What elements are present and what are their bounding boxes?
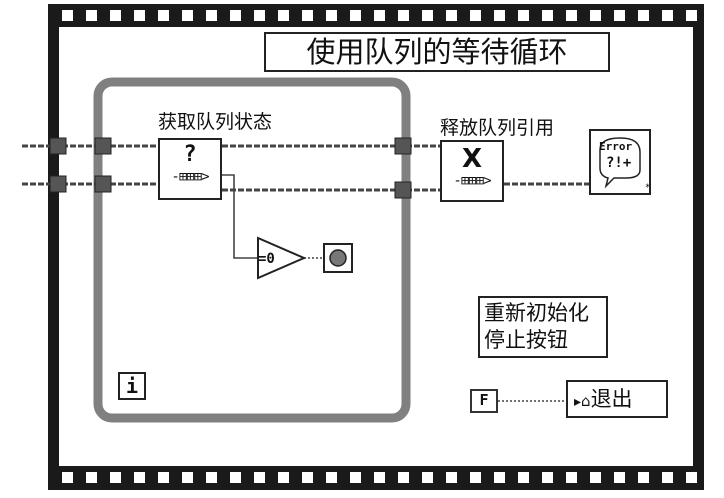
false-constant[interactable]: F xyxy=(470,389,498,413)
frame-hole xyxy=(134,10,145,21)
frame-hole xyxy=(206,472,217,483)
tunnel-error-right xyxy=(394,181,412,199)
release-x-icon: X xyxy=(461,144,483,174)
arrow-right-icon: ▸ xyxy=(574,394,582,410)
frame-hole xyxy=(62,10,73,21)
house-icon: ⌂ xyxy=(581,392,591,410)
frame-hole xyxy=(182,472,193,483)
frame-hole xyxy=(302,472,313,483)
frame-hole xyxy=(494,10,505,21)
frame-hole xyxy=(206,10,217,21)
exit-local-label: 退出 xyxy=(590,387,633,411)
get-queue-status-label: 获取队列状态 xyxy=(158,111,273,133)
frame-hole xyxy=(182,10,193,21)
frame-hole xyxy=(446,10,457,21)
frame-hole xyxy=(326,472,337,483)
tunnels xyxy=(49,137,412,199)
tunnel-error-left xyxy=(94,175,112,193)
frame-hole xyxy=(614,10,625,21)
frame-hole xyxy=(86,10,97,21)
frame-hole xyxy=(110,10,121,21)
while-loop-border[interactable] xyxy=(93,77,411,423)
frame-hole xyxy=(326,10,337,21)
frame-hole xyxy=(278,10,289,21)
frame-hole xyxy=(686,10,697,21)
frame-hole xyxy=(446,472,457,483)
svg-text:*: * xyxy=(645,183,650,193)
frame-hole xyxy=(230,472,241,483)
frame-hole xyxy=(566,10,577,21)
comment-line-1: 重新初始化 xyxy=(484,301,589,325)
frame-hole xyxy=(374,10,385,21)
frame-hole xyxy=(278,472,289,483)
frame-hole xyxy=(494,472,505,483)
frame-bottom-holes xyxy=(62,472,697,483)
error-handler-symbol: ?!+ xyxy=(606,155,632,171)
stop-terminal[interactable] xyxy=(323,243,353,273)
comment-line-2: 停止按钮 xyxy=(484,328,568,352)
frame-hole xyxy=(398,10,409,21)
comment-box: 重新初始化 停止按钮 xyxy=(478,296,608,358)
frame-hole xyxy=(158,472,169,483)
frame-hole xyxy=(638,10,649,21)
frame-hole xyxy=(662,10,673,21)
frame-hole xyxy=(110,472,121,483)
frame-hole xyxy=(350,472,361,483)
frame-hole xyxy=(62,472,73,483)
frame-hole xyxy=(254,472,265,483)
frame-hole xyxy=(350,10,361,21)
frame-hole xyxy=(638,472,649,483)
get-queue-status-node[interactable]: ? -⊞⊞⊞> xyxy=(158,138,222,200)
frame-hole xyxy=(302,10,313,21)
frame-hole xyxy=(662,472,673,483)
tunnel-error-left-outer xyxy=(49,175,67,193)
frame-hole xyxy=(422,472,433,483)
frame-hole xyxy=(590,472,601,483)
release-queue-label: 释放队列引用 xyxy=(440,117,555,139)
frame-hole xyxy=(470,472,481,483)
question-mark-icon: ? xyxy=(183,142,197,167)
compare-label: =0 xyxy=(258,251,275,267)
frame-hole xyxy=(230,10,241,21)
queue-icon: -⊞⊞⊞> xyxy=(171,169,209,185)
frame-hole xyxy=(518,10,529,21)
frame-hole xyxy=(542,472,553,483)
iteration-terminal[interactable]: i xyxy=(118,372,146,400)
frame-hole xyxy=(614,472,625,483)
frame-hole xyxy=(422,10,433,21)
frame-hole xyxy=(374,472,385,483)
frame-hole xyxy=(542,10,553,21)
exit-local-variable[interactable]: ▸⌂退出 xyxy=(566,380,668,418)
equal-zero-node[interactable] xyxy=(257,236,307,280)
frame-hole xyxy=(158,10,169,21)
queue-icon: -⊞⊞⊞> xyxy=(453,173,491,189)
frame-top-holes xyxy=(62,10,697,21)
frame-hole xyxy=(518,472,529,483)
error-handler-node[interactable]: * xyxy=(589,129,651,195)
frame-hole xyxy=(590,10,601,21)
frame-hole xyxy=(686,472,697,483)
frame-hole xyxy=(134,472,145,483)
tunnel-queue-right xyxy=(394,137,412,155)
tunnel-queue-left xyxy=(94,137,112,155)
frame-hole xyxy=(398,472,409,483)
speech-bubble-icon xyxy=(599,137,641,189)
count-wire xyxy=(222,174,258,259)
diagram-title: 使用队列的等待循环 xyxy=(264,32,610,72)
release-queue-node[interactable]: X -⊞⊞⊞> xyxy=(440,140,504,202)
frame-hole xyxy=(254,10,265,21)
frame-hole xyxy=(470,10,481,21)
frame-hole xyxy=(86,472,97,483)
error-handler-text: Error xyxy=(599,140,633,153)
tunnel-queue-left-outer xyxy=(49,137,67,155)
frame-hole xyxy=(566,472,577,483)
